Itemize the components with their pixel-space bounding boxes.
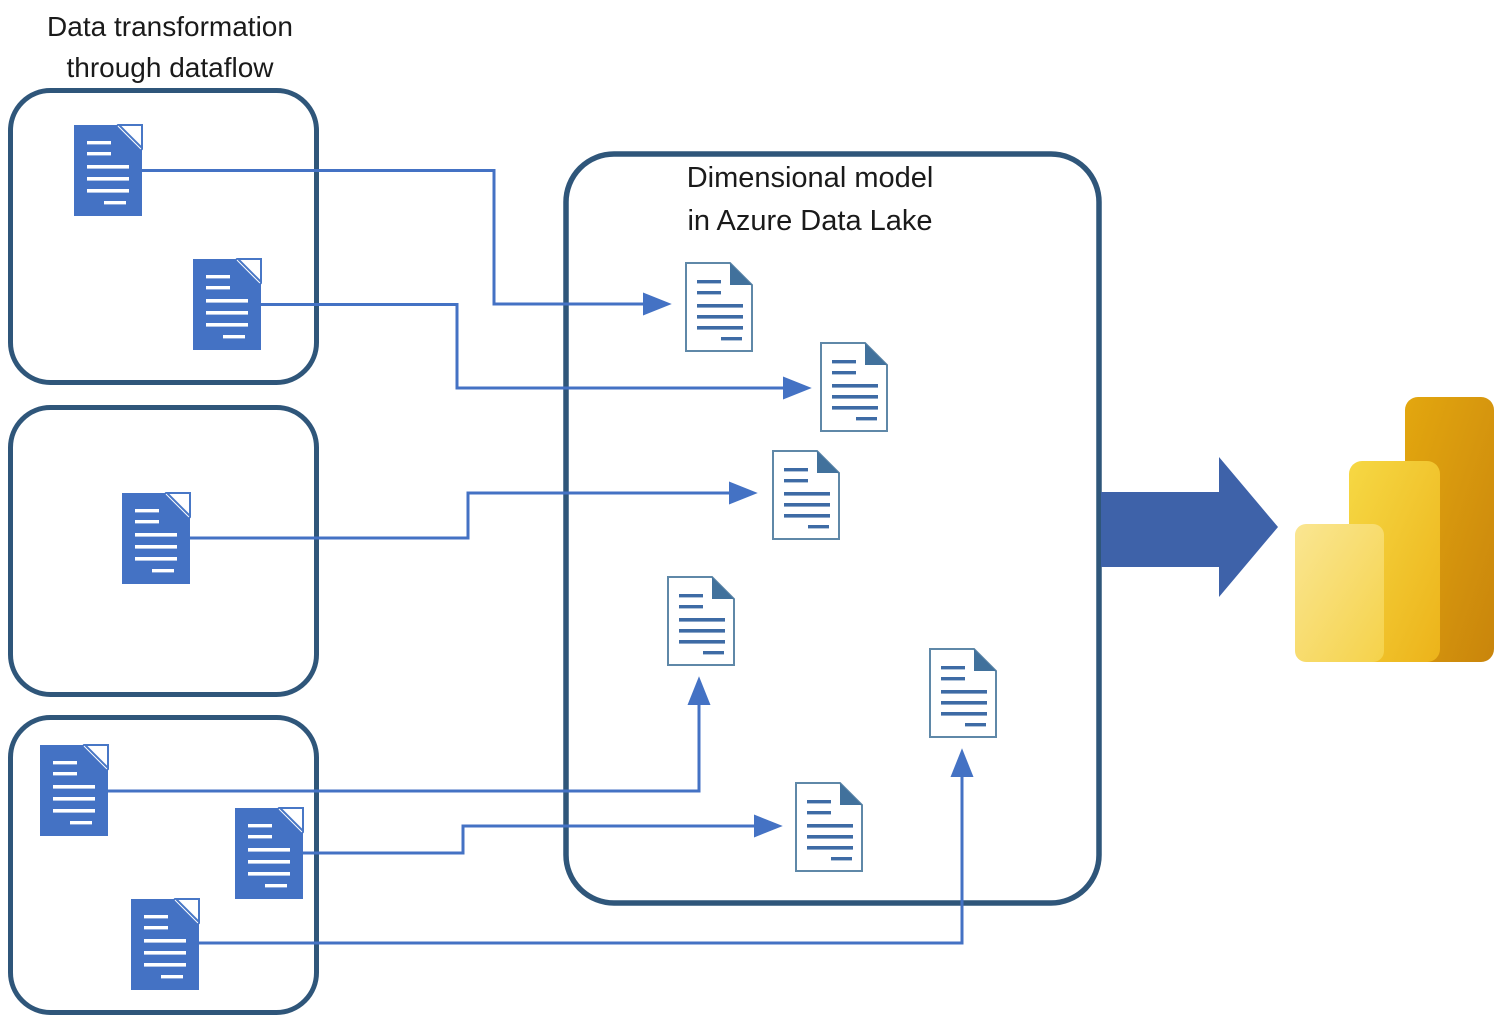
dimensional-model-title: Dimensional model in Azure Data Lake bbox=[640, 157, 980, 243]
connector-arrow bbox=[261, 303, 812, 400]
document-outline-icon bbox=[772, 450, 840, 540]
dataflow-title: Data transformation through dataflow bbox=[2, 6, 338, 88]
power-bi-bar-short bbox=[1295, 524, 1384, 662]
document-outline-icon bbox=[795, 782, 863, 872]
document-icon bbox=[191, 257, 263, 352]
connector-arrow bbox=[190, 481, 758, 540]
connector-arrow bbox=[142, 169, 672, 316]
connector-arrow bbox=[303, 814, 783, 855]
document-icon bbox=[129, 897, 201, 992]
connector-arrow bbox=[107, 676, 711, 793]
dataflow-group-1-box bbox=[8, 88, 319, 385]
right-block-arrow-icon bbox=[1101, 457, 1278, 597]
document-icon bbox=[72, 123, 144, 218]
dimensional-model-box bbox=[563, 151, 1102, 906]
document-outline-icon bbox=[820, 342, 888, 432]
dataflow-group-2-box bbox=[8, 405, 319, 697]
document-outline-icon bbox=[667, 576, 735, 666]
document-outline-icon bbox=[929, 648, 997, 738]
connector-arrow bbox=[199, 748, 974, 945]
document-outline-icon bbox=[685, 262, 753, 352]
power-bi-logo-icon bbox=[1295, 397, 1494, 662]
dataflow-title-line1: Data transformation bbox=[47, 11, 293, 42]
document-icon bbox=[38, 743, 110, 838]
dimensional-model-title-line1: Dimensional model bbox=[686, 162, 934, 194]
document-icon bbox=[233, 806, 305, 901]
dataflow-title-line2: through dataflow bbox=[66, 52, 274, 83]
dimensional-model-title-line2: in Azure Data Lake bbox=[687, 205, 933, 237]
document-icon bbox=[120, 491, 192, 586]
dataflow-group-3-box bbox=[8, 715, 319, 1015]
